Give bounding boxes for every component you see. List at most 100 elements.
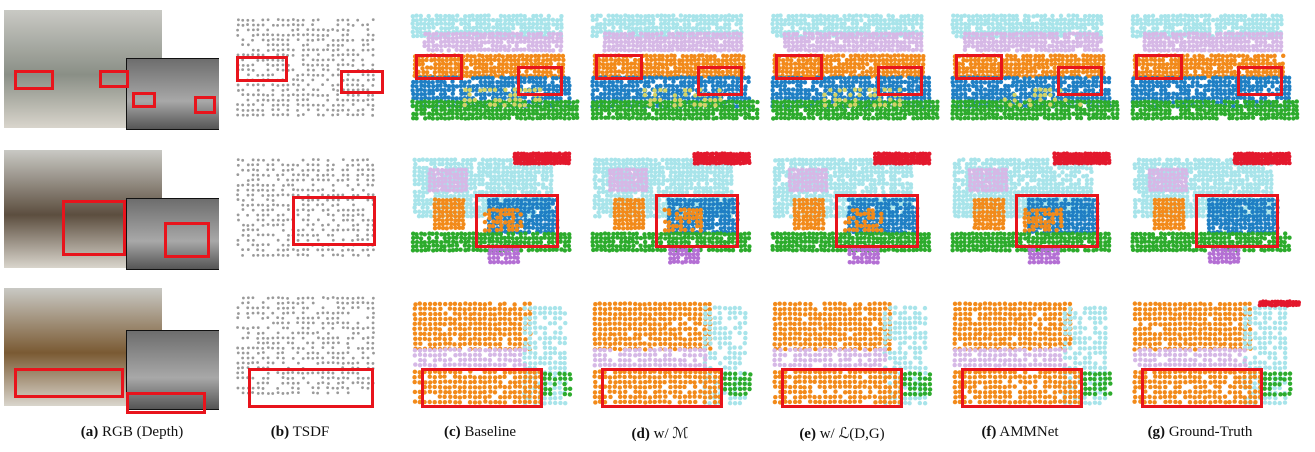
voxel	[1018, 111, 1024, 117]
voxel	[1186, 13, 1191, 19]
voxel	[730, 75, 736, 80]
voxel	[1002, 43, 1008, 49]
voxel	[1094, 31, 1100, 37]
voxel	[467, 111, 472, 117]
voxel	[1092, 54, 1098, 59]
voxel	[471, 84, 476, 89]
voxel	[1154, 25, 1160, 31]
voxel	[972, 57, 978, 63]
voxel	[914, 87, 920, 92]
voxel	[494, 21, 500, 27]
voxel	[456, 62, 461, 67]
voxel	[1034, 75, 1039, 81]
voxel	[687, 99, 692, 105]
voxel	[1274, 13, 1280, 18]
voxel	[616, 61, 622, 66]
voxel	[602, 43, 607, 49]
voxel	[1033, 87, 1038, 93]
voxel	[542, 26, 548, 31]
voxel	[722, 47, 727, 52]
voxel	[962, 47, 968, 52]
voxel	[1230, 25, 1236, 30]
voxel	[1138, 25, 1144, 31]
voxel	[1102, 100, 1108, 105]
voxel	[642, 92, 648, 98]
voxel	[482, 104, 487, 109]
voxel	[451, 87, 456, 93]
voxel	[842, 43, 847, 49]
voxel	[261, 23, 265, 27]
voxel	[604, 62, 610, 67]
voxel	[1110, 107, 1115, 112]
voxel	[654, 111, 659, 116]
voxel	[986, 21, 991, 26]
voxel	[649, 57, 654, 63]
voxel	[326, 48, 330, 51]
voxel	[606, 100, 612, 105]
voxel	[1023, 13, 1028, 18]
voxel	[478, 32, 484, 37]
voxel	[410, 29, 415, 35]
voxel	[616, 57, 622, 63]
voxel	[501, 58, 506, 63]
voxel	[984, 69, 990, 74]
voxel	[830, 115, 836, 121]
voxel	[862, 91, 867, 97]
voxel	[962, 13, 967, 18]
voxel	[1014, 111, 1020, 117]
voxel	[714, 115, 719, 121]
voxel	[990, 21, 995, 27]
voxel	[626, 40, 631, 45]
voxel	[614, 47, 619, 53]
voxel	[492, 69, 497, 75]
voxel	[336, 98, 339, 102]
voxel	[990, 31, 995, 37]
voxel	[246, 109, 250, 112]
voxel	[484, 54, 490, 59]
voxel	[518, 31, 524, 37]
voxel	[1032, 92, 1037, 98]
voxel	[679, 83, 684, 88]
voxel	[1039, 26, 1044, 31]
voxel	[236, 23, 240, 27]
voxel	[724, 53, 730, 59]
voxel	[526, 47, 532, 52]
voxel	[1070, 47, 1076, 52]
voxel-render	[410, 13, 580, 121]
voxel	[672, 53, 677, 59]
voxel	[523, 108, 528, 113]
voxel	[594, 103, 599, 109]
voxel	[841, 69, 846, 75]
voxel	[993, 57, 998, 63]
voxel	[818, 13, 823, 18]
voxel	[847, 13, 852, 18]
voxel	[486, 22, 492, 27]
voxel	[899, 108, 904, 113]
voxel	[520, 57, 526, 62]
voxel	[698, 39, 703, 45]
voxel	[502, 80, 508, 85]
voxel	[873, 61, 878, 67]
voxel	[832, 102, 838, 107]
voxel	[306, 103, 310, 107]
voxel	[281, 53, 285, 57]
voxel	[614, 13, 619, 18]
voxel	[559, 25, 564, 30]
voxel	[574, 115, 580, 120]
voxel	[492, 65, 497, 70]
voxel	[902, 44, 908, 49]
voxel	[490, 84, 496, 89]
voxel	[771, 99, 776, 104]
voxel	[455, 115, 460, 120]
voxel	[923, 103, 928, 109]
voxel	[1070, 95, 1075, 100]
voxel	[958, 91, 964, 97]
voxel	[1070, 104, 1075, 109]
voxel	[662, 29, 668, 35]
voxel	[807, 107, 812, 113]
voxel	[506, 32, 512, 37]
voxel	[496, 57, 502, 63]
voxel	[546, 87, 552, 92]
voxel	[898, 40, 904, 45]
voxel	[815, 36, 820, 41]
